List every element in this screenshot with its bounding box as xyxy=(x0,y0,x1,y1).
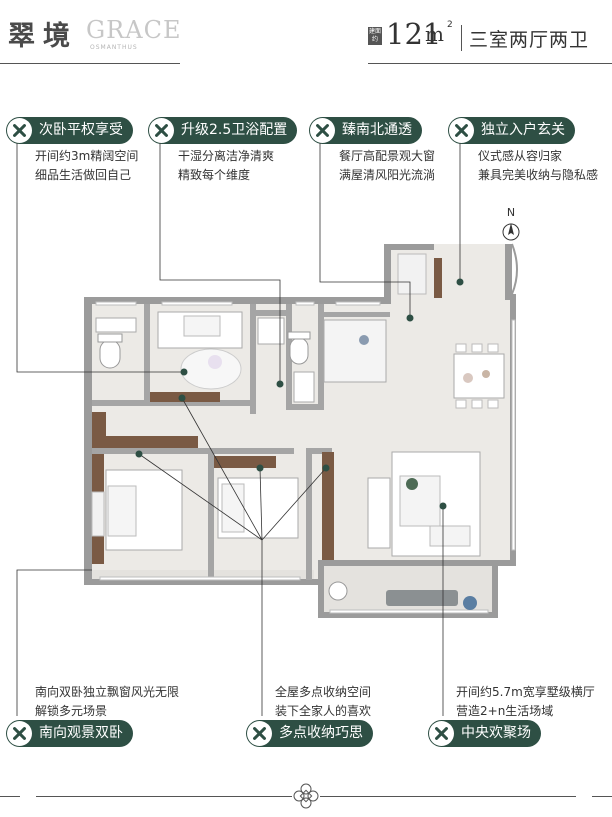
dining-chairs xyxy=(455,343,499,409)
feature-desc-line: 兼具完美收纳与隐私感 xyxy=(478,168,599,182)
compass-label: N xyxy=(507,206,515,219)
vanity-right xyxy=(293,371,315,403)
feature-desc-line: 细品生活做回自己 xyxy=(35,168,132,182)
feature-pill-living: 中央欢聚场 xyxy=(428,720,541,747)
cross-icon xyxy=(247,721,272,746)
feature-title: 独立入户玄关 xyxy=(481,122,565,138)
feature-desc-entrance: 仪式感从容归家 兼具完美收纳与隐私感 xyxy=(478,147,598,185)
feature-title: 臻南北通透 xyxy=(342,122,412,138)
feature-desc-line: 开间约3m精阔空间 xyxy=(35,149,139,163)
feature-desc-line: 精致每个维度 xyxy=(178,168,251,182)
nightstand xyxy=(91,491,105,537)
feature-pill-storage: 多点收纳巧思 xyxy=(246,720,373,747)
cross-icon xyxy=(7,118,32,143)
feature-desc-secondary-bedroom: 开间约3m精阔空间 细品生活做回自己 xyxy=(35,147,138,185)
header-rule-right xyxy=(368,63,612,64)
area-number: 121 xyxy=(386,17,442,51)
header-separator xyxy=(461,25,462,51)
area-unit-superscript: 2 xyxy=(447,20,453,30)
project-subtitle: OSMANTHUS xyxy=(90,44,138,51)
feature-desc-line: 全屋多点收纳空间 xyxy=(275,685,372,699)
toilet-right xyxy=(287,331,311,365)
sofa xyxy=(399,475,441,527)
footer-rule xyxy=(320,796,576,797)
dining-table xyxy=(453,353,505,399)
kitchen-counter xyxy=(323,319,387,383)
bed-secondary xyxy=(157,311,243,349)
cross-icon xyxy=(310,118,335,143)
windows xyxy=(95,301,516,614)
leader-lines xyxy=(16,143,461,716)
feature-desc-storage: 全屋多点收纳空间 装下全家人的喜欢 xyxy=(275,683,371,721)
feature-title: 次卧平权享受 xyxy=(39,122,123,138)
leader-dots xyxy=(135,278,464,510)
project-name-en: GRACE xyxy=(86,16,182,44)
feature-pill-south-bedrooms: 南向观景双卧 xyxy=(6,720,133,747)
project-name-cn: 翠境 xyxy=(8,21,78,52)
feature-desc-line: 营造2+n生活场域 xyxy=(456,704,554,718)
feature-desc-line: 餐厅高配景观大窗 xyxy=(339,149,436,163)
bed-pillow xyxy=(183,315,221,337)
entrance-cabinet xyxy=(397,253,427,295)
feature-desc-line: 满屋清风阳光流淌 xyxy=(339,168,436,182)
person-figure xyxy=(208,355,222,369)
cross-icon xyxy=(149,118,174,143)
footer-rule xyxy=(36,796,292,797)
footer-rule xyxy=(592,796,612,797)
feature-pill-bathroom: 升级2.5卫浴配置 xyxy=(148,117,298,144)
washing-machine xyxy=(328,581,348,601)
living-plant xyxy=(406,478,418,490)
feature-desc-living: 开间约5.7m宽享墅级横厅 营造2+n生活场域 xyxy=(456,683,595,721)
balcony-bench xyxy=(386,590,458,606)
toilet-left xyxy=(97,333,123,369)
feature-desc-line: 仪式感从容归家 xyxy=(478,149,563,163)
layout-type: 三室两厅两卫 xyxy=(469,29,590,51)
cross-icon xyxy=(449,118,474,143)
cross-icon xyxy=(7,721,32,746)
feature-desc-north-south: 餐厅高配景观大窗 满屋清风阳光流淌 xyxy=(339,147,435,185)
feature-title: 多点收纳巧思 xyxy=(279,725,363,741)
cross-icon xyxy=(429,721,454,746)
feature-pill-north-south: 臻南北通透 xyxy=(309,117,422,144)
feature-desc-line: 装下全家人的喜欢 xyxy=(275,704,372,718)
ornament-icon xyxy=(293,783,319,809)
feature-desc-bathroom: 干湿分离洁净清爽 精致每个维度 xyxy=(178,147,274,185)
area-tag: 建面约 xyxy=(368,27,382,45)
entrance-bay xyxy=(511,243,518,295)
balcony-ball xyxy=(463,596,477,610)
feature-title: 中央欢聚场 xyxy=(461,725,531,741)
feature-desc-line: 解锁多元场景 xyxy=(35,704,108,718)
area-unit: m xyxy=(425,22,444,46)
feature-title: 升级2.5卫浴配置 xyxy=(181,122,288,138)
feature-pill-entrance: 独立入户玄关 xyxy=(448,117,575,144)
feature-desc-line: 干湿分离洁净清爽 xyxy=(178,149,275,163)
feature-desc-line: 南向双卧独立飘窗风光无限 xyxy=(35,685,180,699)
header-rule-left xyxy=(0,63,180,64)
vanity-left xyxy=(95,317,137,333)
feature-title: 南向观景双卧 xyxy=(39,725,123,741)
footer-rule xyxy=(0,796,20,797)
interior-walls xyxy=(92,304,390,580)
kitchen-person xyxy=(359,335,369,345)
feature-desc-south-bedrooms: 南向双卧独立飘窗风光无限 解锁多元场景 xyxy=(35,683,179,721)
rug xyxy=(180,348,242,390)
feature-desc-line: 开间约5.7m宽享墅级横厅 xyxy=(456,685,595,699)
tv-cabinet xyxy=(367,477,391,549)
feature-pill-secondary-bedroom: 次卧平权享受 xyxy=(6,117,133,144)
compass-icon: N xyxy=(502,206,520,241)
coffee-table xyxy=(429,525,471,547)
